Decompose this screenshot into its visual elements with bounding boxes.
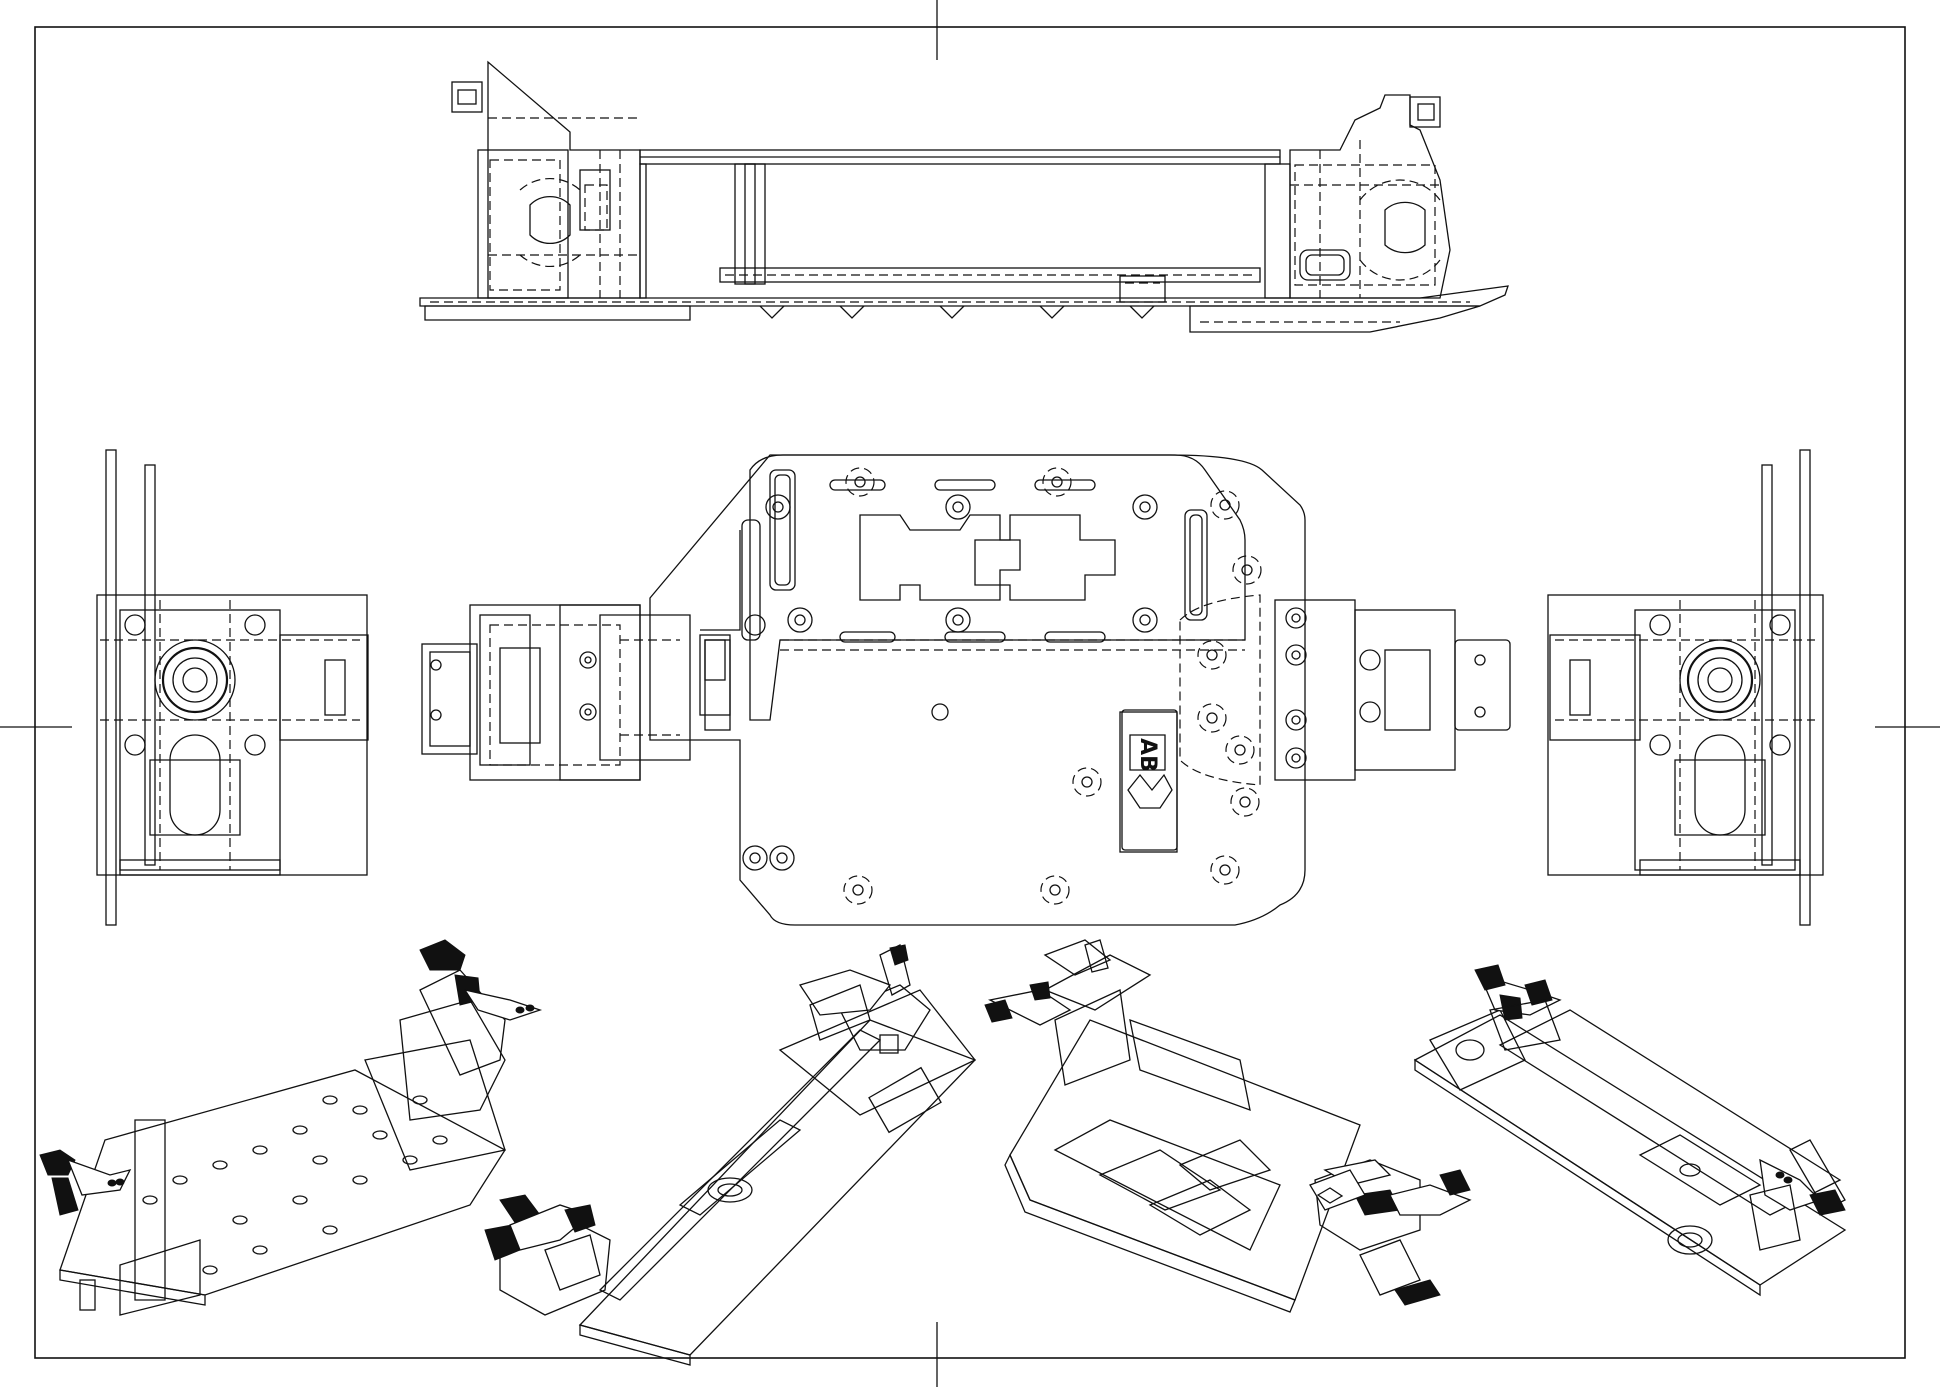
iso1-holes	[142, 1095, 448, 1275]
top-deck	[749, 454, 1246, 721]
isometric-view-2	[484, 944, 977, 1366]
top-view: AB	[421, 454, 1511, 926]
iso1-shock-tower-front	[419, 939, 543, 1021]
isometric-view-1	[39, 939, 543, 1316]
rear-end-view	[1547, 449, 1824, 926]
front-end-view	[96, 449, 369, 926]
isometric-view-4	[1413, 964, 1847, 1297]
screw-holes	[742, 494, 1158, 871]
deck-slots	[699, 479, 1178, 851]
iso1-shock-tower-rear	[39, 1149, 132, 1216]
front-bulkhead	[469, 604, 641, 781]
front-nose	[421, 643, 478, 755]
countersunk-holes	[843, 467, 1262, 905]
side-view	[419, 60, 1509, 333]
isometric-view-3	[984, 939, 1472, 1313]
logo-text: AB	[1135, 738, 1160, 772]
ab-logo: AB	[1119, 711, 1178, 853]
chassis-plate-outline	[649, 454, 1306, 926]
plate-ribs	[759, 305, 1155, 319]
